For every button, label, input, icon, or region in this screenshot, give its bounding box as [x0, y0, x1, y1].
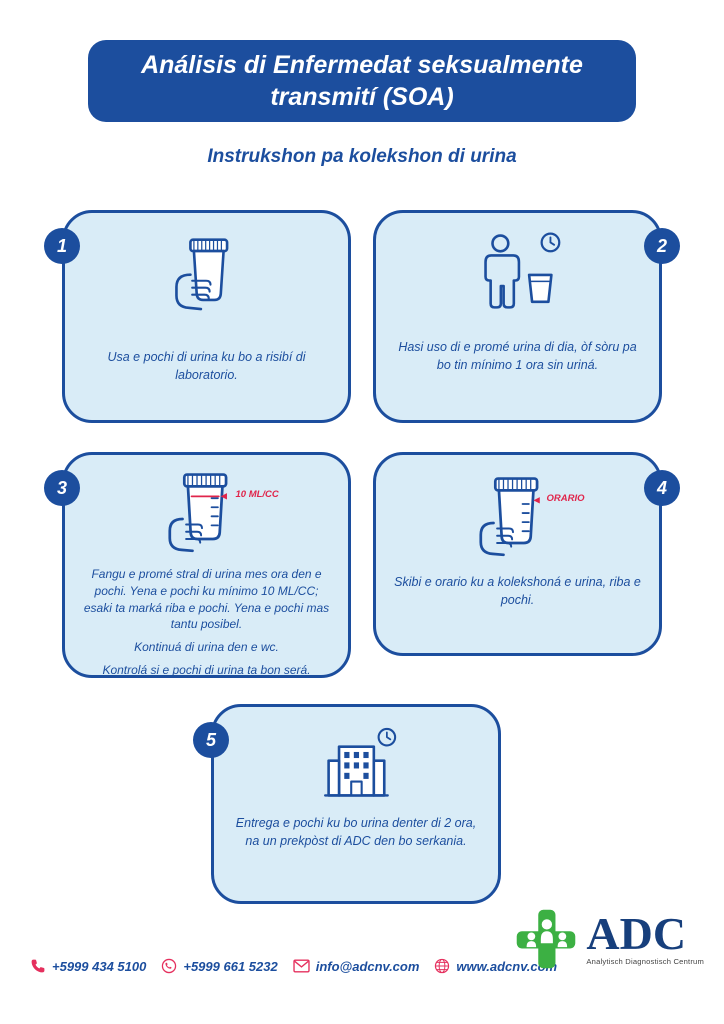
step-text-5: Entrega e pochi ku bo urina denter di 2 … — [235, 816, 477, 848]
volume-mark-label: 10 ML/CC — [235, 489, 279, 500]
step-text-4: Skibi e orario ku a kolekshoná e urina, … — [394, 575, 641, 607]
logo-name: ADC — [586, 907, 687, 959]
cup-volume-mark-icon: 10 ML/CC — [148, 469, 279, 560]
person-clock-cup-icon — [467, 231, 569, 317]
adc-logo: ADC Analytisch Diagnostisch Centrum — [515, 908, 704, 970]
whatsapp-contact: +5999 661 5232 — [161, 958, 278, 974]
step-card-1: 1 Usa e pochi di urina ku bo a risibí di… — [44, 210, 351, 423]
step-card-2: 2 Hasi uso di e promé urina di dia, òf s… — [373, 210, 680, 423]
cup-in-hand-icon — [159, 231, 255, 327]
page-title-line2: transmití (SOA) — [270, 83, 454, 111]
website-contact: www.adcnv.com — [434, 958, 557, 974]
logo-text-block: ADC Analytisch Diagnostisch Centrum — [586, 907, 704, 967]
whatsapp-icon — [162, 958, 177, 974]
globe-icon — [435, 958, 450, 974]
step-text-3b: Kontinuá di urina den e wc. — [134, 640, 279, 655]
step-number-badge-5: 5 — [193, 722, 229, 758]
logo-tagline: Analytisch Diagnostisch Centrum — [586, 957, 704, 967]
page-subtitle: Instrukshon pa kolekshon di urina — [207, 146, 517, 167]
website-url: www.adcnv.com — [456, 958, 558, 974]
phone-number-1: +5999 434 5100 — [52, 958, 147, 974]
phone-icon — [31, 959, 45, 973]
step-text-2: Hasi uso di e promé urina di dia, òf sòr… — [398, 340, 637, 372]
step-number-badge-2: 2 — [644, 228, 680, 264]
step-card-4: 4 ORARIO Skibi e orario ku a kolekshoná … — [373, 452, 680, 656]
step-text-3a: Fangu e promé stral di urina mes ora den… — [83, 567, 330, 632]
page-title-line1: Análisis di Enfermedat seksualmente — [141, 51, 583, 79]
phone-contact: +5999 434 5100 — [30, 958, 146, 974]
email-address: info@adcnv.com — [315, 958, 420, 974]
contact-footer: +5999 434 5100 +5999 661 5232 info@adcnv… — [30, 958, 557, 974]
step-number-badge-1: 1 — [44, 228, 80, 264]
step-text-1: Usa e pochi di urina ku bo a risibí di l… — [107, 350, 306, 382]
step-number-badge-4: 4 — [644, 470, 680, 506]
building-clock-icon — [306, 725, 406, 805]
step-text-3c: Kontrolá si e pochi di urina ta bon será… — [102, 662, 311, 677]
time-mark-label: ORARIO — [546, 493, 585, 504]
envelope-icon — [293, 959, 310, 973]
email-contact: info@adcnv.com — [293, 958, 420, 974]
green-cross-icon — [517, 909, 576, 969]
step-card-5: 5 Entrega e pochi ku bo ur — [193, 704, 501, 904]
title-banner: Análisis di Enfermedat seksualmente tran… — [88, 40, 636, 122]
step-number-badge-3: 3 — [44, 470, 80, 506]
step-card-3: 3 10 ML/CC Fangu e promé stral di urina — [44, 452, 351, 678]
phone-number-2: +5999 661 5232 — [183, 958, 278, 974]
cup-time-mark-icon: ORARIO — [459, 473, 585, 564]
